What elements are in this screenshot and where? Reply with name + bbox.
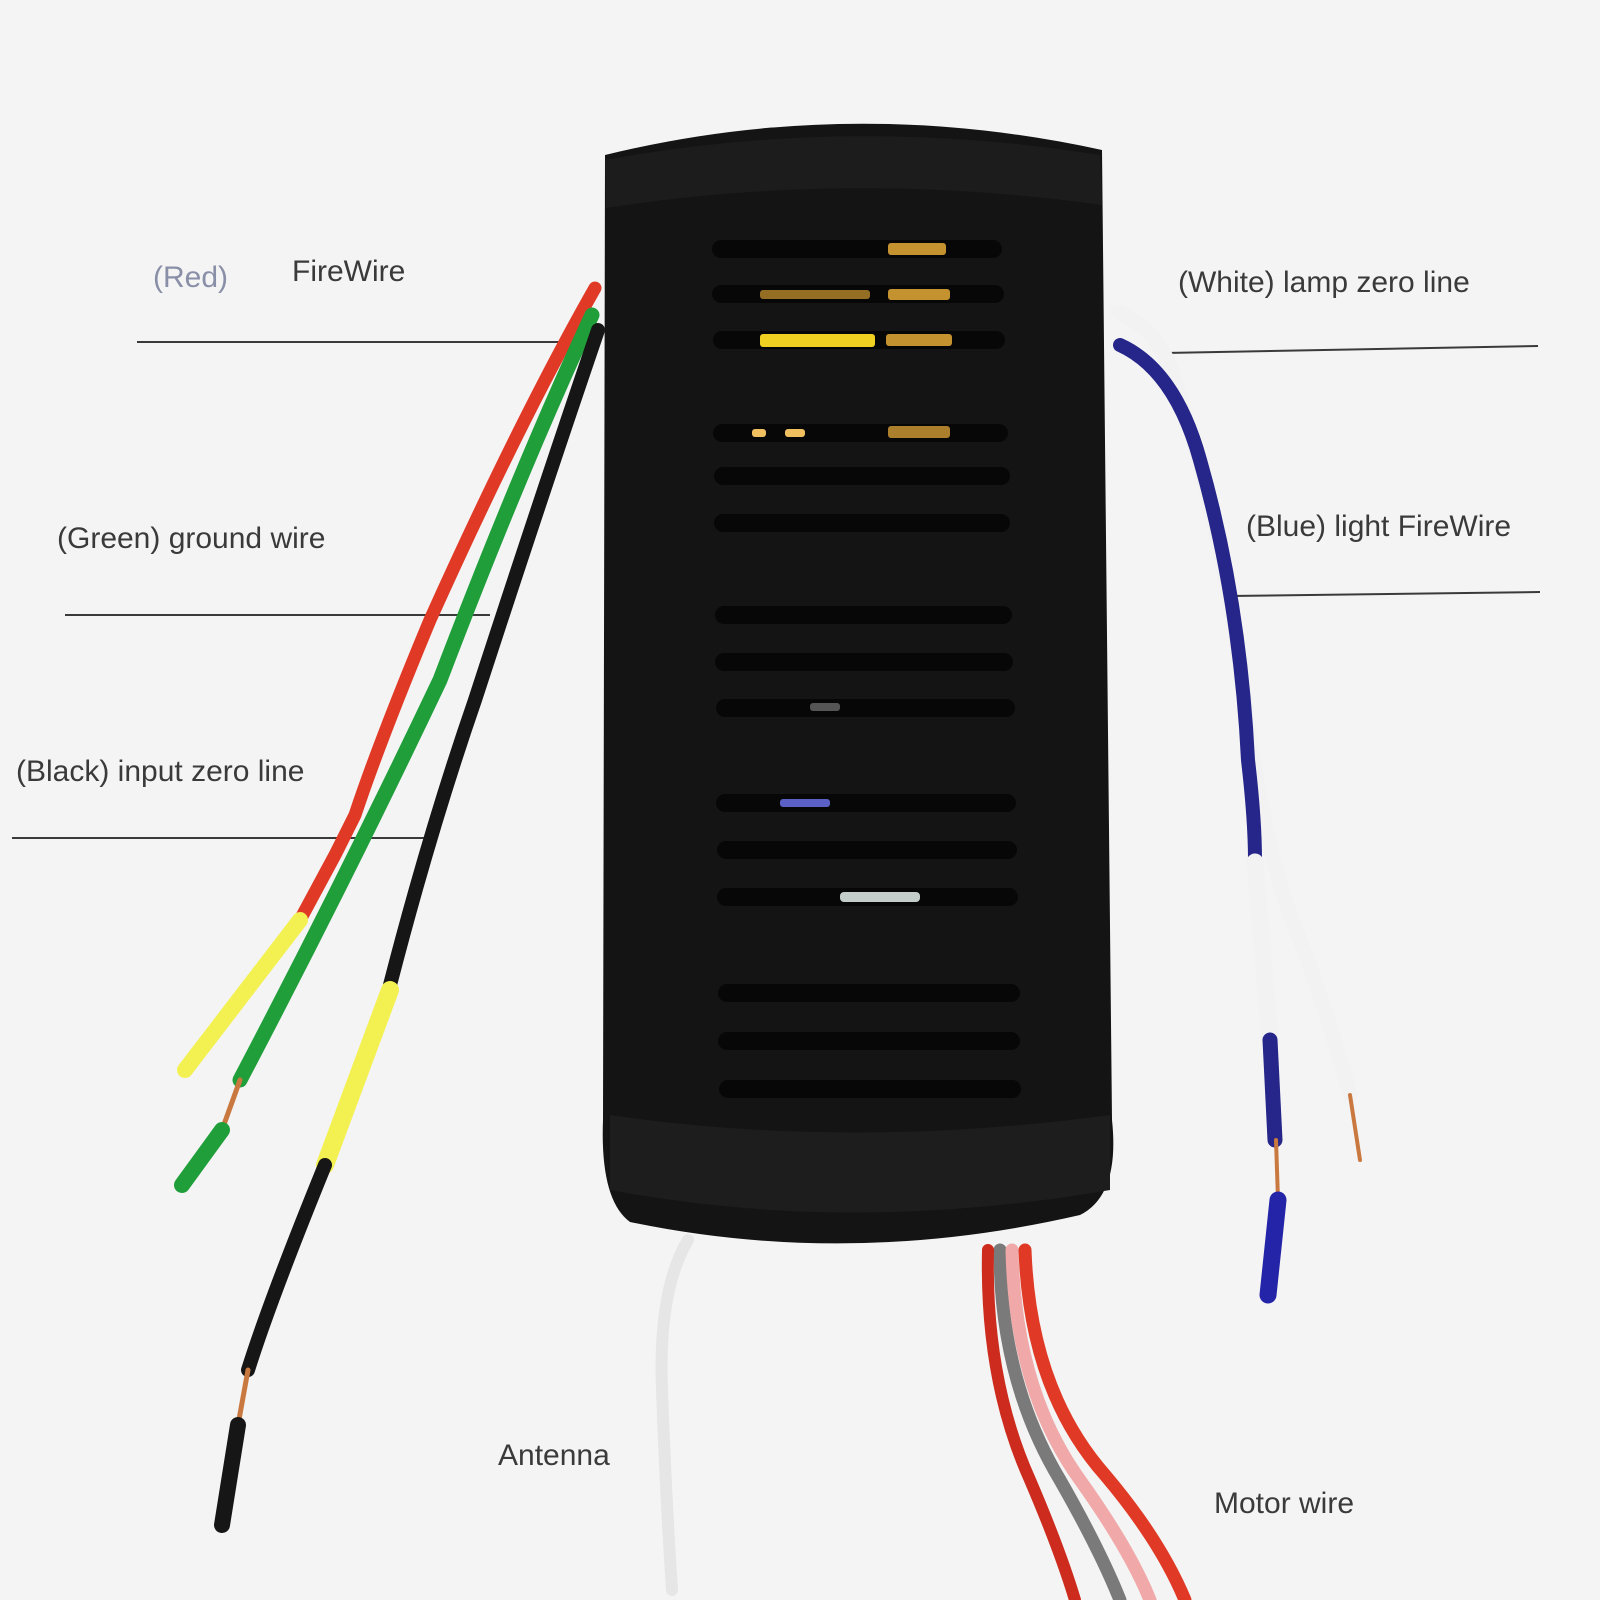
label-antenna: Antenna — [498, 1439, 610, 1472]
white-wire — [1110, 304, 1362, 1162]
controller-housing — [602, 123, 1114, 1244]
vent-slot — [718, 1032, 1020, 1050]
green-wire — [174, 307, 600, 1193]
vent-slot — [716, 794, 1016, 812]
label-firewire: FireWire — [292, 255, 406, 288]
leader-lines — [12, 341, 1541, 839]
vent-slot — [718, 984, 1020, 1002]
black-wire — [214, 323, 605, 1533]
vent-slot — [719, 1080, 1021, 1098]
motor-wire-bundle — [981, 1243, 1192, 1600]
antenna-wire — [655, 1234, 694, 1596]
label-motor-wire: Motor wire — [1214, 1487, 1355, 1520]
label-red: (Red) — [153, 261, 229, 294]
vent-slot — [712, 240, 1002, 258]
label-white-lamp-zero-line: (White) lamp zero line — [1178, 266, 1470, 299]
vent-slot — [714, 467, 1010, 485]
leader-line-lamp-zero — [1164, 345, 1539, 354]
vent-slot — [714, 514, 1010, 532]
vent-slot — [716, 699, 1015, 717]
label-green-ground-wire: (Green) ground wire — [57, 522, 326, 555]
vent-slot — [715, 606, 1012, 624]
internal-glow — [752, 243, 952, 902]
vent-slot — [715, 653, 1013, 671]
blue-wire — [1113, 338, 1287, 1304]
vent-slot — [717, 841, 1017, 859]
red-wire — [177, 281, 602, 1078]
leader-line-light-firewire — [1229, 591, 1541, 597]
label-blue-light-firewire: (Blue) light FireWire — [1246, 510, 1512, 543]
label-black-input-zero-line: (Black) input zero line — [16, 755, 305, 788]
